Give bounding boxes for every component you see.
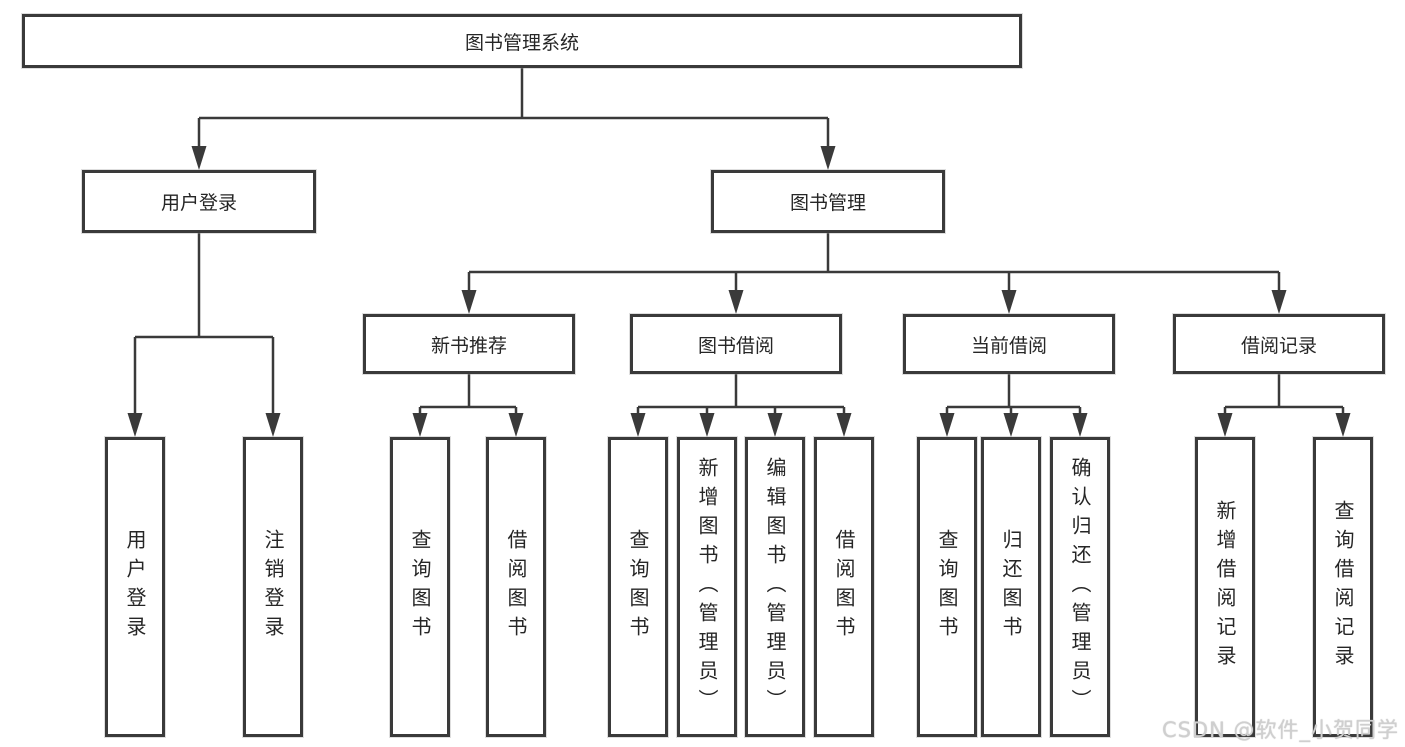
arrow-down-icon bbox=[1271, 290, 1287, 314]
node-label: 借阅图书 bbox=[832, 529, 856, 645]
leaf-borrow-books: 借阅图书 bbox=[814, 437, 874, 737]
leaf-add-books-admin: 新增图书（管理员） bbox=[677, 437, 737, 737]
node-root-system: 图书管理系统 bbox=[22, 14, 1022, 68]
leaf-edit-books-admin: 编辑图书（管理员） bbox=[745, 437, 805, 737]
arrow-down-icon bbox=[1001, 290, 1017, 314]
arrow-down-icon bbox=[127, 413, 143, 437]
connector-new-book-recommend bbox=[418, 374, 518, 425]
node-label: 新增图书（管理员） bbox=[695, 456, 719, 718]
leaf-return-books: 归还图书 bbox=[981, 437, 1041, 737]
connector-borrow-records bbox=[1223, 374, 1345, 425]
node-label: 新书推荐 bbox=[430, 334, 507, 357]
node-label: 图书管理系统 bbox=[464, 31, 579, 54]
node-label: 新增借阅记录 bbox=[1213, 500, 1237, 674]
connector-user-login bbox=[133, 233, 275, 425]
arrow-down-icon bbox=[461, 290, 477, 314]
node-label: 用户登录 bbox=[123, 529, 147, 645]
arrow-down-icon bbox=[728, 290, 744, 314]
node-current-borrow: 当前借阅 bbox=[903, 314, 1115, 374]
node-borrow-records: 借阅记录 bbox=[1173, 314, 1385, 374]
arrow-down-icon bbox=[508, 413, 524, 437]
leaf-query-books-recommend: 查询图书 bbox=[390, 437, 450, 737]
arrow-down-icon bbox=[767, 413, 783, 437]
arrow-down-icon bbox=[191, 146, 207, 170]
leaf-logout: 注销登录 bbox=[243, 437, 303, 737]
node-label: 查询图书 bbox=[408, 529, 432, 645]
csdn-watermark: CSDN @软件_小贺同学 bbox=[1161, 718, 1399, 742]
node-label: 图书借阅 bbox=[697, 334, 774, 357]
arrow-down-icon bbox=[630, 413, 646, 437]
arrow-down-icon bbox=[265, 413, 281, 437]
arrow-down-icon bbox=[1003, 413, 1019, 437]
leaf-query-books-borrow: 查询图书 bbox=[608, 437, 668, 737]
leaf-add-borrow-record: 新增借阅记录 bbox=[1195, 437, 1255, 737]
arrowheads bbox=[127, 146, 1351, 437]
arrow-down-icon bbox=[1072, 413, 1088, 437]
arrow-down-icon bbox=[412, 413, 428, 437]
leaf-query-books-current: 查询图书 bbox=[917, 437, 977, 737]
node-new-book-recommend: 新书推荐 bbox=[363, 314, 575, 374]
node-label: 借阅记录 bbox=[1240, 334, 1317, 357]
node-label: 查询图书 bbox=[935, 529, 959, 645]
node-label: 编辑图书（管理员） bbox=[763, 456, 787, 718]
node-user-login: 用户登录 bbox=[82, 170, 316, 233]
arrow-down-icon bbox=[820, 146, 836, 170]
leaf-user-login: 用户登录 bbox=[105, 437, 165, 737]
arrow-down-icon bbox=[836, 413, 852, 437]
node-label: 用户登录 bbox=[160, 192, 237, 214]
arrow-down-icon bbox=[1335, 413, 1351, 437]
node-label: 查询图书 bbox=[626, 529, 650, 645]
node-label: 注销登录 bbox=[261, 529, 285, 645]
leaf-borrow-books-recommend: 借阅图书 bbox=[486, 437, 546, 737]
arrow-down-icon bbox=[1217, 413, 1233, 437]
node-label: 归还图书 bbox=[999, 529, 1023, 645]
leaf-confirm-return-admin: 确认归还（管理员） bbox=[1050, 437, 1110, 737]
node-label: 确认归还（管理员） bbox=[1068, 456, 1092, 718]
node-label: 借阅图书 bbox=[504, 529, 528, 645]
node-book-borrow: 图书借阅 bbox=[630, 314, 842, 374]
node-label: 当前借阅 bbox=[970, 334, 1047, 357]
connector-book-borrow bbox=[636, 374, 846, 425]
arrow-down-icon bbox=[699, 413, 715, 437]
arrow-down-icon bbox=[939, 413, 955, 437]
connector-book-management bbox=[467, 233, 1281, 302]
connector-root bbox=[197, 68, 830, 158]
node-book-management: 图书管理 bbox=[711, 170, 945, 233]
leaf-query-borrow-record: 查询借阅记录 bbox=[1313, 437, 1373, 737]
node-label: 图书管理 bbox=[789, 192, 866, 214]
node-label: 查询借阅记录 bbox=[1331, 500, 1355, 674]
